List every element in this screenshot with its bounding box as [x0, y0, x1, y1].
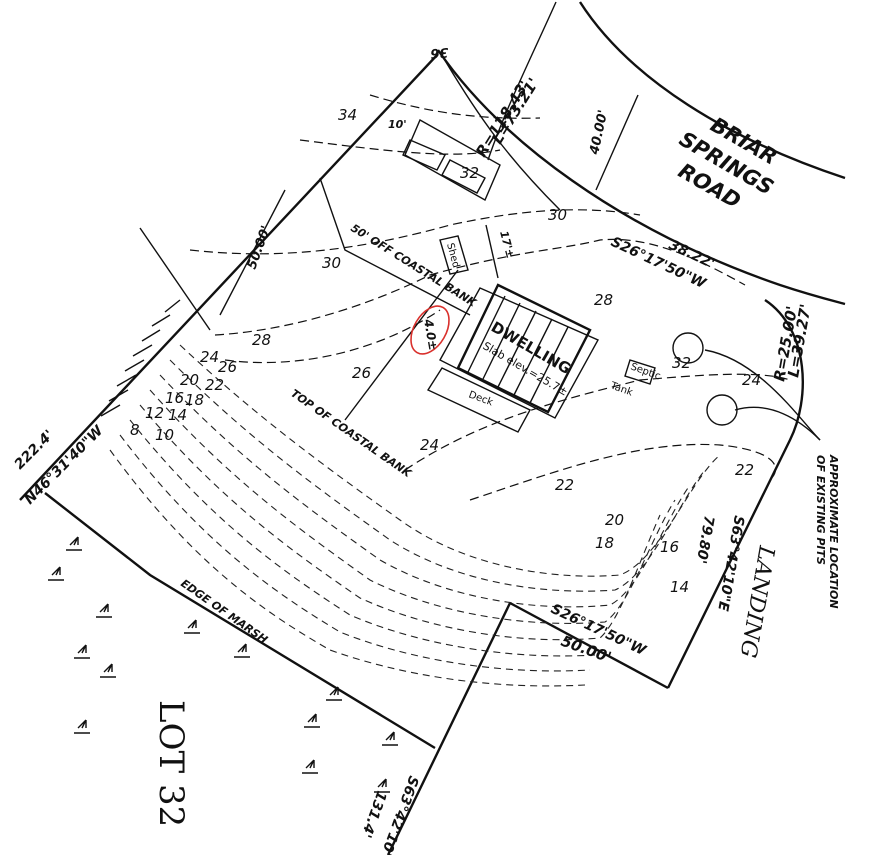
contour-label-16a: 16 [660, 538, 679, 556]
contour-28 [214, 238, 746, 336]
road-sideline-inner [437, 49, 846, 306]
dim-50-label: 50.00' [245, 224, 275, 272]
road-thin-upper [487, 1, 557, 161]
contour-bank-4 [149, 389, 676, 624]
property-line-west [19, 53, 439, 501]
dwelling [439, 283, 599, 419]
top-bank-label: TOP OF COASTAL BANK [288, 387, 415, 481]
dim-17-line [485, 224, 499, 279]
contour-label-24a: 24 [420, 436, 439, 454]
marsh-symbols [48, 536, 398, 793]
pit-leader-2 [704, 349, 821, 441]
dim-40-line [595, 94, 639, 191]
setback-line [344, 269, 459, 421]
contour-bank-8 [109, 449, 586, 687]
contour-label-20b: 20 [180, 371, 199, 389]
contour-30 [189, 209, 641, 255]
road-sideline-outer [578, 1, 846, 180]
pits-label-2: OF EXISTING PITS [814, 455, 827, 565]
ten-ft-label: 10' [388, 118, 407, 131]
contour-bank-2 [169, 359, 706, 592]
property-line-lot-lower [386, 602, 512, 855]
contour-label-32: 32 [460, 164, 479, 182]
contour-label-12: 12 [145, 404, 164, 422]
contour-label-28a: 28 [252, 331, 271, 349]
contour-label-22c: 22 [205, 376, 224, 394]
dim-40-label: 40.00' [587, 109, 611, 157]
contour-label-24c: 24 [200, 348, 219, 366]
contour-32 [299, 139, 501, 155]
edge-marsh-label: EDGE OF MARSH [178, 577, 270, 647]
contour-bank-5 [139, 404, 661, 641]
offset-line-2 [319, 177, 471, 316]
contour-label-16b: 16 [165, 389, 184, 407]
contour-label-32b: 32 [672, 354, 691, 372]
south-len-label: 131.4' [358, 789, 390, 840]
west-bearing-label: N46°31'40"W [22, 422, 107, 507]
contour-label-30a: 30 [322, 254, 341, 272]
contour-label-22a: 22 [555, 476, 574, 494]
contour-label-14b: 14 [168, 406, 187, 424]
contour-label-10: 10 [155, 426, 174, 444]
contour-24 [404, 373, 791, 471]
bank-hatching [100, 299, 181, 417]
deck-label: Deck [467, 389, 495, 408]
contour-22 [469, 443, 776, 501]
dim-50-line [219, 189, 286, 316]
property-line-south [44, 492, 436, 750]
east-bearing-label: S63°42'10"E [714, 514, 747, 612]
pit-leader [734, 406, 821, 441]
contour-label-20a: 20 [605, 511, 624, 529]
pit-2 [706, 394, 738, 426]
shed-box [439, 235, 469, 275]
dwelling-outline [456, 283, 592, 414]
contour-label-34: 34 [338, 106, 357, 124]
east-len-label: 79.80' [693, 514, 717, 565]
contour-label-28b: 28 [594, 291, 613, 309]
offset-line [139, 227, 211, 331]
contour-label-18a: 18 [595, 534, 614, 552]
septic-box [624, 359, 656, 385]
contour-label-14a: 14 [670, 578, 689, 596]
property-line-east [666, 299, 804, 689]
property-line-inner [509, 601, 669, 690]
contour-label-30b: 30 [548, 206, 567, 224]
red-markup [410, 305, 450, 355]
contour-34 [369, 94, 541, 119]
landing-label: LANDING [734, 543, 778, 660]
pit-1 [672, 332, 704, 364]
contour-26 [224, 309, 441, 364]
lot-label: LOT 32 [151, 700, 191, 827]
contour-label-18b: 18 [185, 391, 204, 409]
parking-boxes [402, 119, 501, 201]
contour-bank-7 [119, 434, 591, 672]
contour-bank-1 [179, 344, 721, 577]
pits-label-1: APPROXIMATE LOCATION [827, 454, 840, 609]
contour-label-22b: 22 [735, 461, 754, 479]
contour-bank-6 [129, 419, 596, 657]
seventeen-label: 17'± [497, 229, 517, 259]
contour-label-24b: 24 [742, 371, 761, 389]
contour-label-26a: 26 [352, 364, 371, 382]
dwelling-outer [439, 287, 599, 419]
red-mark-label: 4.0± [421, 317, 440, 351]
contour-label-8: 8 [130, 421, 140, 439]
deck-outline [426, 367, 531, 433]
road-label: BRIAR SPRINGS ROAD [674, 113, 781, 214]
dim-36-label: 36 [430, 44, 449, 61]
contour-label-26b: 26 [218, 358, 237, 376]
contour-bank-3 [159, 374, 691, 608]
